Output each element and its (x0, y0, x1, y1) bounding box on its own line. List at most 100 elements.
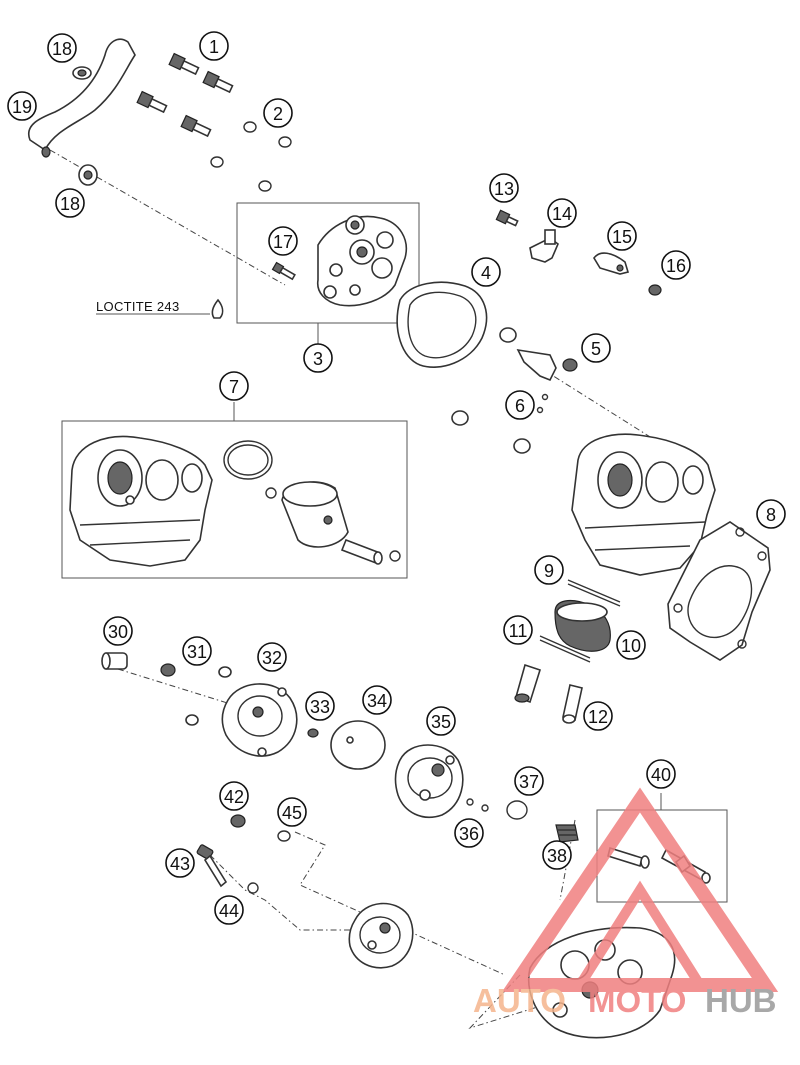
studs (514, 663, 583, 724)
callout-number: 2 (273, 104, 283, 124)
pump-o-ring (506, 800, 528, 820)
callout-11: 11 (503, 615, 533, 645)
head-plug-screw (271, 261, 296, 281)
callout-circle (219, 781, 249, 811)
callout-number: 38 (547, 846, 567, 866)
callout-number: 10 (621, 636, 641, 656)
piston-pin (340, 538, 383, 565)
bracket-left (529, 229, 559, 263)
watermark-triangle-icon (501, 787, 779, 992)
callout-number: 44 (219, 901, 239, 921)
callout-circle (426, 706, 456, 736)
callout-number: 16 (666, 256, 686, 276)
callout-circle (661, 250, 691, 280)
coolant-hose (27, 38, 136, 152)
callout-circle (471, 257, 501, 287)
callout-15: 15 (607, 221, 637, 251)
callout-circle (219, 371, 249, 401)
exhaust-flange-bracket (499, 327, 578, 382)
callout-circle (182, 636, 212, 666)
callout-8: 8 (756, 499, 786, 529)
callout-40: 40 (646, 759, 676, 789)
callout-circle (503, 615, 533, 645)
cylinder-block-right (571, 433, 716, 576)
callout-number: 18 (52, 39, 72, 59)
callout-number: 17 (273, 232, 293, 252)
callout-13: 13 (489, 173, 519, 203)
callout-19: 19 (7, 91, 37, 121)
callout-7: 7 (219, 371, 249, 401)
callout-33: 33 (305, 691, 335, 721)
needle-bearing (554, 599, 611, 652)
callout-number: 13 (494, 179, 514, 199)
callout-number: 6 (515, 396, 525, 416)
callout-circle (542, 840, 572, 870)
pump-gasket (330, 720, 386, 770)
callout-circle (303, 343, 333, 373)
callout-circle (646, 759, 676, 789)
callout-circle (581, 333, 611, 363)
pump-screw-small (307, 728, 319, 738)
callout-number: 3 (313, 349, 323, 369)
callout-17: 17 (268, 226, 298, 256)
callout-number: 8 (766, 505, 776, 525)
callout-12: 12 (583, 701, 613, 731)
callout-37: 37 (514, 766, 544, 796)
lower-bolt-43 (196, 844, 228, 888)
callout-circle (257, 642, 287, 672)
callout-number: 18 (60, 194, 80, 214)
lower-screw-42 (230, 814, 246, 828)
callout-number: 35 (431, 712, 451, 732)
callout-number: 19 (12, 97, 32, 117)
callout-number: 34 (367, 691, 387, 711)
callout-circle (268, 226, 298, 256)
head-gasket (396, 281, 488, 368)
thrust-washer-top (567, 579, 621, 607)
callout-31: 31 (182, 636, 212, 666)
pump-nuts (160, 663, 232, 726)
cylinder-nuts (451, 410, 531, 454)
callout-number: 15 (612, 227, 632, 247)
callout-35: 35 (426, 706, 456, 736)
callout-circle (547, 198, 577, 228)
callout-circle (7, 91, 37, 121)
dowel-pins (536, 393, 549, 414)
callout-number: 4 (481, 263, 491, 283)
callout-circle (199, 31, 229, 61)
callout-number: 36 (459, 824, 479, 844)
head-bolts (136, 52, 234, 138)
callout-number: 12 (588, 707, 608, 727)
callout-2: 2 (263, 98, 293, 128)
callout-number: 9 (544, 561, 554, 581)
callout-18a: 18 (47, 33, 77, 63)
callout-number: 32 (262, 648, 282, 668)
callout-number: 7 (229, 377, 239, 397)
callout-number: 37 (519, 772, 539, 792)
callout-circle (362, 685, 392, 715)
pump-cover (221, 683, 298, 757)
callout-4: 4 (471, 257, 501, 287)
washers (210, 121, 292, 192)
piston-ring (223, 440, 273, 480)
callout-circle (756, 499, 786, 529)
callout-1: 1 (199, 31, 229, 61)
callout-42: 42 (219, 781, 249, 811)
watermark-text-hub: HUB (705, 982, 777, 1019)
callout-38: 38 (542, 840, 572, 870)
callout-14: 14 (547, 198, 577, 228)
piston-pin-clips (265, 487, 401, 562)
callout-number: 45 (282, 803, 302, 823)
watermark-text-auto: AUTO (473, 982, 566, 1019)
callout-circle (55, 188, 85, 218)
callout-number: 1 (209, 37, 219, 57)
callout-10: 10 (616, 630, 646, 660)
cylinder-head (316, 215, 407, 307)
loctite-note: LOCTITE 243 (96, 299, 180, 314)
callout-circle (514, 766, 544, 796)
callout-30: 30 (103, 616, 133, 646)
callout-circle (534, 555, 564, 585)
pump-shaft-cap (101, 652, 128, 670)
callout-number: 5 (591, 339, 601, 359)
callout-43: 43 (165, 848, 195, 878)
